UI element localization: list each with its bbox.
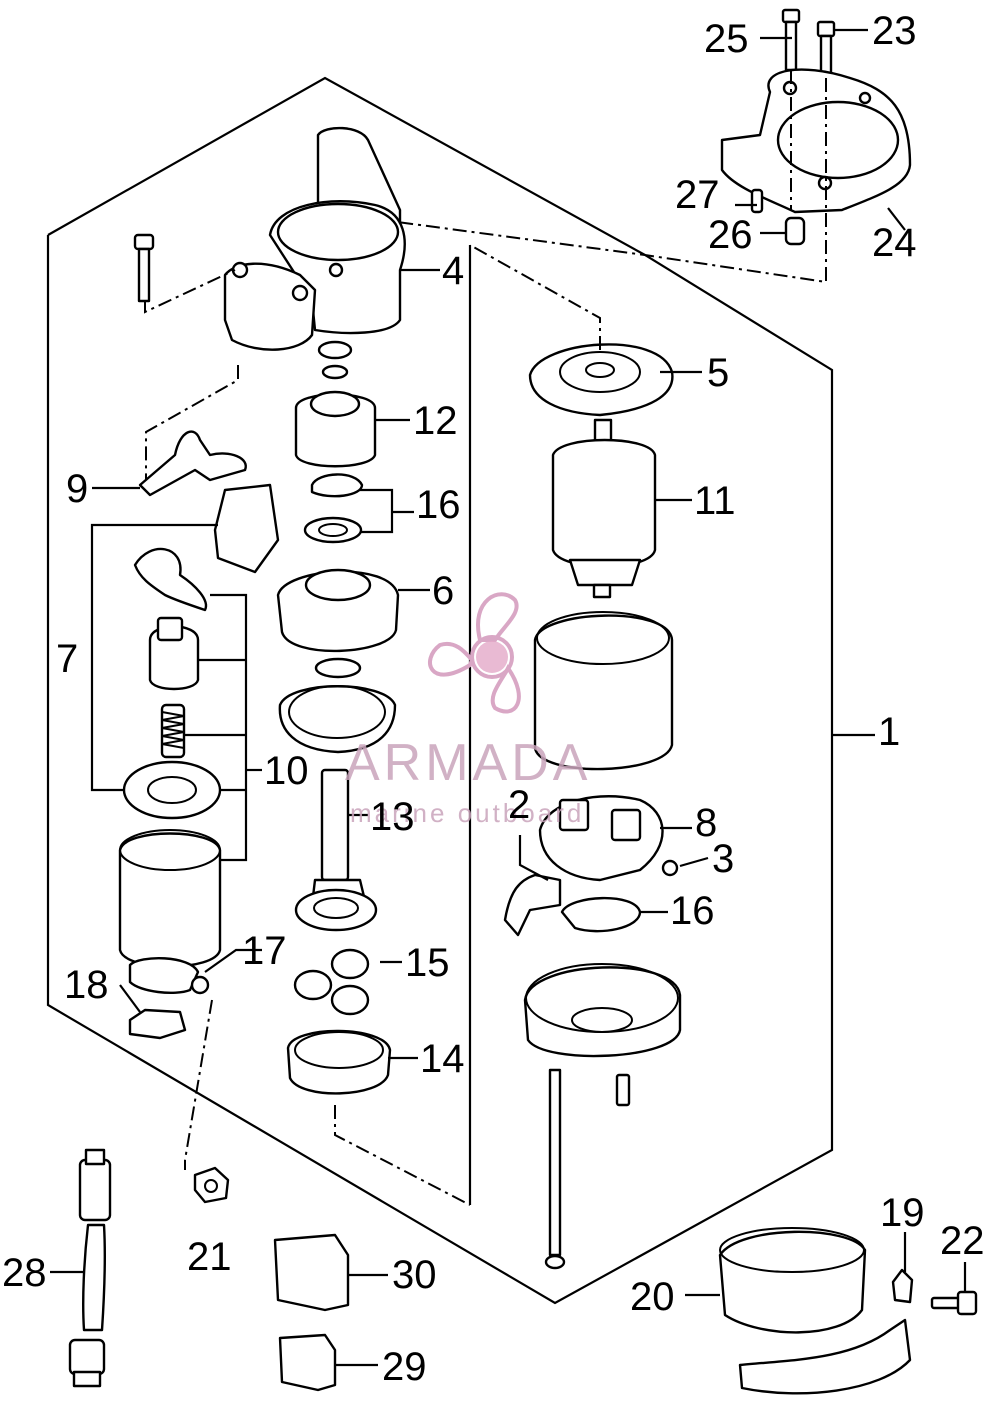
callout-14: 14 <box>420 1037 465 1081</box>
propeller-logo-icon <box>428 592 521 714</box>
callout-21: 21 <box>187 1235 232 1279</box>
callout-24: 24 <box>872 221 917 265</box>
callout-17: 17 <box>242 929 287 973</box>
callout-3: 3 <box>712 837 734 881</box>
callout-10: 10 <box>264 749 309 793</box>
yoke <box>533 611 674 771</box>
callout-1: 1 <box>878 710 900 754</box>
callout-23: 23 <box>872 9 917 53</box>
callout-18: 18 <box>64 963 109 1007</box>
callout-30: 30 <box>392 1253 437 1297</box>
internal-gear <box>286 1029 471 1206</box>
callout-8: 8 <box>695 801 717 845</box>
armature <box>551 418 657 599</box>
solenoid-body <box>118 829 222 1040</box>
gasket-plate <box>278 685 397 754</box>
housing-bolt <box>133 233 236 314</box>
commutator-end-frame <box>523 963 682 1270</box>
solenoid-switch-parts <box>122 483 280 820</box>
starter-cover <box>718 1227 914 1395</box>
brush-holder <box>503 795 679 937</box>
callout-22: 22 <box>940 1219 985 1263</box>
drive-housing <box>223 126 406 351</box>
relay-small <box>278 1333 337 1392</box>
pinion-and-clips <box>294 340 377 544</box>
nut <box>184 999 230 1204</box>
callout-numbers: 25 23 27 26 24 4 5 12 9 16 11 6 7 1 10 1… <box>2 9 985 1389</box>
callout-29: 29 <box>382 1345 427 1389</box>
thrust-washer <box>469 244 674 417</box>
shift-fork <box>138 365 247 497</box>
callout-7: 7 <box>56 637 78 681</box>
relay-large <box>273 1233 350 1312</box>
callout-12: 12 <box>413 399 458 443</box>
planetary-shaft <box>294 768 378 932</box>
callout-27: 27 <box>675 173 720 217</box>
callout-19: 19 <box>880 1191 925 1235</box>
watermark: ARMADA marine outboard <box>345 592 591 828</box>
watermark-brand: ARMADA <box>345 734 591 792</box>
callout-20: 20 <box>630 1275 675 1319</box>
leader-lines <box>50 28 967 1367</box>
callout-5: 5 <box>707 351 729 395</box>
callout-4: 4 <box>442 249 464 293</box>
harness-lead <box>68 1148 112 1388</box>
end-frame <box>276 568 400 679</box>
callout-16-lower: 16 <box>670 889 715 933</box>
callout-15: 15 <box>405 941 450 985</box>
planet-gears <box>293 948 370 1016</box>
callout-26: 26 <box>708 213 753 257</box>
watermark-tagline: marine outboard <box>350 798 584 828</box>
callout-11: 11 <box>694 479 736 523</box>
callout-9: 9 <box>66 467 88 511</box>
callout-13: 13 <box>370 795 415 839</box>
mount-bracket-group <box>329 8 912 284</box>
callout-6: 6 <box>432 569 454 613</box>
assembly-outline <box>46 76 834 1305</box>
callout-25: 25 <box>704 17 749 61</box>
callout-2: 2 <box>508 783 530 827</box>
callout-16-upper: 16 <box>416 483 461 527</box>
callout-28: 28 <box>2 1251 47 1295</box>
cover-bolt <box>930 1290 978 1316</box>
